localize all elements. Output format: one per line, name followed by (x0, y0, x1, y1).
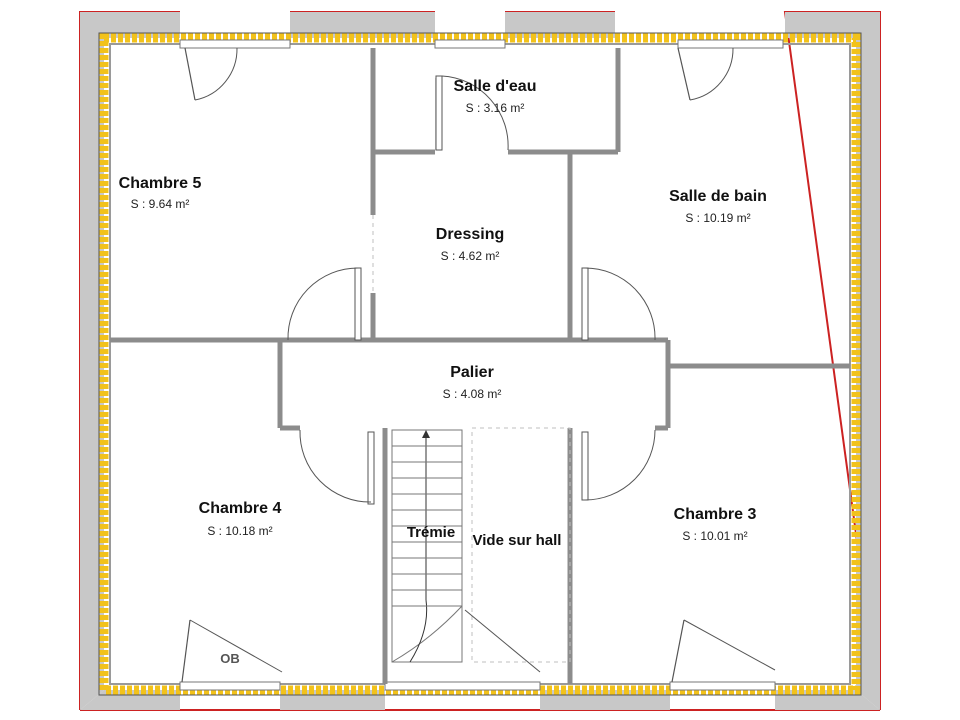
door-palier-chambre3 (581, 429, 656, 501)
roof-overhang (80, 12, 880, 710)
interior-walls (110, 48, 850, 684)
door-palier-salle-bain (581, 267, 656, 341)
room-area-chambre4: S : 10.18 m² (207, 524, 272, 538)
doors (181, 47, 776, 683)
room-name-chambre5: Chambre 5 (119, 175, 202, 192)
room-name-dressing: Dressing (436, 226, 504, 243)
staircase (391, 429, 463, 663)
windows (179, 39, 784, 691)
door-salle-bain-window (677, 47, 734, 101)
door-palier-chambre4 (299, 429, 375, 505)
door-chambre5-window (184, 47, 238, 101)
roof-outline (79, 11, 881, 711)
window-tremie (384, 681, 541, 691)
room-name-chambre4: Chambre 4 (199, 500, 282, 517)
label-vide-sur-hall: Vide sur hall (473, 532, 562, 549)
label-tremie: Trémie (407, 524, 455, 541)
room-area-salle-eau: S : 3.16 m² (466, 101, 525, 115)
room-area-salle-bain: S : 10.19 m² (685, 211, 750, 225)
room-area-dressing: S : 4.62 m² (441, 249, 500, 263)
room-labels: Chambre 5 S : 9.64 m² Salle d'eau S : 3.… (119, 78, 767, 666)
window-salle-eau (434, 39, 506, 49)
window-salle-bain (677, 39, 784, 49)
room-area-palier: S : 4.08 m² (443, 387, 502, 401)
door-salle-eau (435, 75, 509, 151)
dashed-openings (372, 215, 571, 663)
label-ob: OB (220, 651, 240, 666)
door-chambre4-window (181, 619, 283, 683)
room-area-chambre3: S : 10.01 m² (682, 529, 747, 543)
window-chambre4 (179, 681, 281, 691)
door-tremie-window (464, 609, 541, 673)
stair-arrow-icon (422, 430, 430, 438)
room-name-palier: Palier (450, 364, 494, 381)
window-chambre5 (179, 39, 291, 49)
room-name-chambre3: Chambre 3 (674, 506, 757, 523)
window-chambre3 (669, 681, 776, 691)
room-area-chambre5: S : 9.64 m² (131, 197, 190, 211)
door-chambre3-window (671, 619, 776, 683)
door-palier-chambre5 (287, 267, 362, 341)
room-name-salle-bain: Salle de bain (669, 188, 767, 205)
room-name-salle-eau: Salle d'eau (454, 78, 537, 95)
